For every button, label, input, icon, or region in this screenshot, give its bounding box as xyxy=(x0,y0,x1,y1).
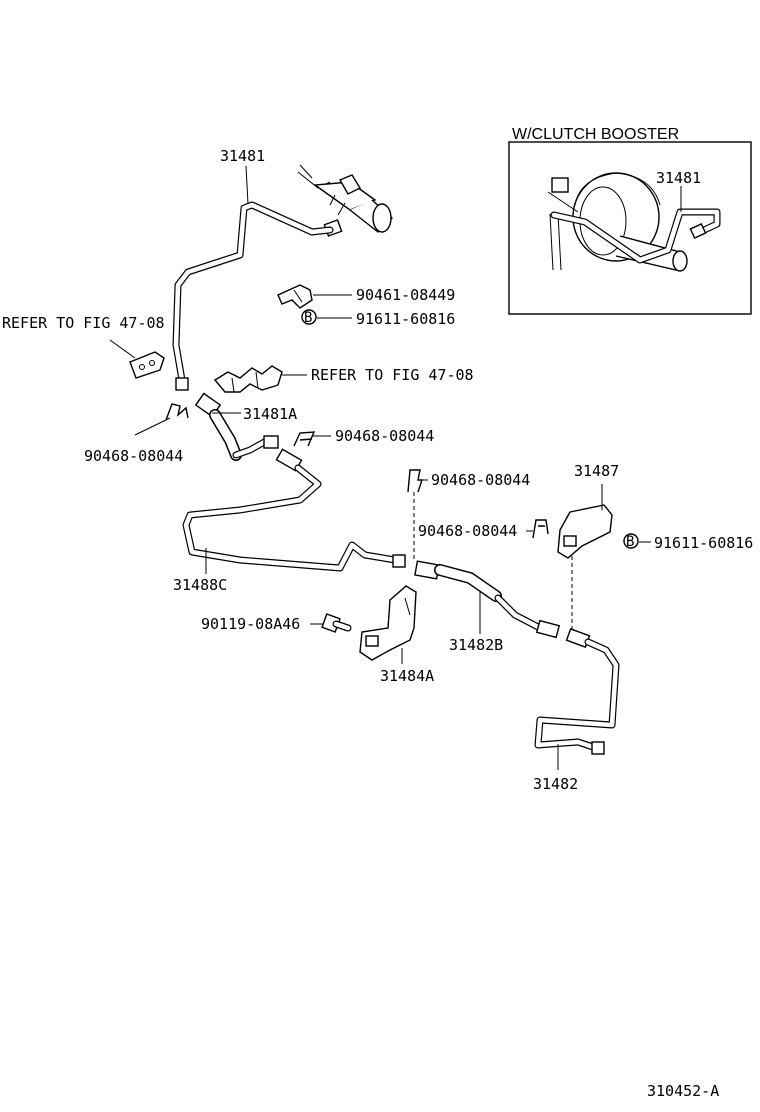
inset-part-label: 31481 xyxy=(656,169,701,187)
bracket-31487 xyxy=(557,504,613,559)
figure-id: 310452-A xyxy=(647,1082,719,1100)
clip-90461 xyxy=(277,284,313,309)
inset-frame xyxy=(508,141,752,315)
label-90468-mid: 90468-08044 xyxy=(335,427,434,445)
hose-31482b xyxy=(414,560,561,639)
label-31487: 31487 xyxy=(574,462,619,480)
label-31481: 31481 xyxy=(220,147,265,165)
label-31482: 31482 xyxy=(533,775,578,793)
label-90468-left: 90468-08044 xyxy=(84,447,183,465)
hose-31481a xyxy=(194,392,279,461)
label-31481a: 31481A xyxy=(243,405,297,423)
label-31488c: 31488C xyxy=(173,576,227,594)
pipe-31481 xyxy=(172,201,334,391)
inset-clutch-booster: W/CLUTCH BOOSTER 31481 xyxy=(508,126,752,315)
master-cylinder-drawing xyxy=(297,164,394,237)
clip-90468-left xyxy=(165,403,189,421)
clip-90468-mid xyxy=(293,431,316,447)
label-91611-top: 91611-60816 xyxy=(356,310,455,328)
clip-90468-top xyxy=(407,469,423,493)
label-90461: 90461-08449 xyxy=(356,286,455,304)
label-refer-mid: REFER TO FIG 47-08 xyxy=(311,366,474,384)
b-bolt-mark-2 xyxy=(623,533,639,549)
label-refer-left: REFER TO FIG 47-08 xyxy=(2,314,165,332)
inset-title: W/CLUTCH BOOSTER xyxy=(512,126,679,143)
pipe-31488c xyxy=(182,448,406,572)
pipe-31482 xyxy=(534,628,620,755)
leader-90468-left xyxy=(134,417,171,436)
bracket-31484a xyxy=(359,585,417,661)
label-90468-right: 90468-08044 xyxy=(418,522,517,540)
label-90119: 90119-08A46 xyxy=(201,615,300,633)
bolt-90119 xyxy=(321,613,352,633)
leader-refer-left xyxy=(109,339,136,359)
leader-31481 xyxy=(245,165,249,205)
label-31484a: 31484A xyxy=(380,667,434,685)
label-90468-top: 90468-08044 xyxy=(431,471,530,489)
label-91611-right: 91611-60816 xyxy=(654,534,753,552)
clip-90468-right xyxy=(532,519,549,539)
clamp-left xyxy=(129,351,165,379)
label-31482b: 31482B xyxy=(449,636,503,654)
b-mark-2: B xyxy=(626,534,634,550)
clutch-booster-drawing xyxy=(547,172,721,272)
clamp-middle xyxy=(213,365,283,393)
b-mark-1: B xyxy=(304,310,312,326)
b-bolt-mark-1 xyxy=(301,309,317,325)
